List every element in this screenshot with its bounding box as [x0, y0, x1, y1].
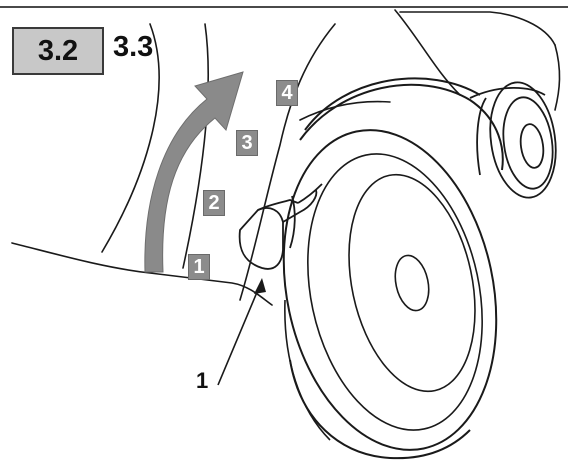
rear-wheel [469, 81, 557, 199]
deck-rear-line [399, 11, 556, 46]
deck-rear-right [554, 44, 561, 111]
front-wheel [282, 77, 504, 460]
height-step-badge-4: 4 [276, 80, 298, 106]
height-adjust-lever [238, 183, 323, 270]
height-step-badge-2: 2 [203, 190, 225, 216]
deck-inner-curve [299, 100, 391, 121]
height-step-badge-3: 3 [236, 130, 258, 156]
section-number-current: 3.2 [12, 27, 104, 75]
callout-arrowhead [254, 278, 266, 294]
callout-leader [217, 284, 261, 386]
deck-rear-top [394, 9, 461, 96]
upward-direction-arrow [144, 71, 244, 273]
deck-side-line [239, 23, 336, 301]
height-step-badge-1: 1 [188, 254, 210, 280]
deck-outline [11, 242, 273, 306]
deck-panel-line [182, 23, 209, 269]
callout-label: 1 [196, 368, 209, 393]
deck-upper-edge [101, 23, 160, 253]
top-rule [0, 6, 568, 8]
section-number-next: 3.3 [113, 31, 154, 63]
